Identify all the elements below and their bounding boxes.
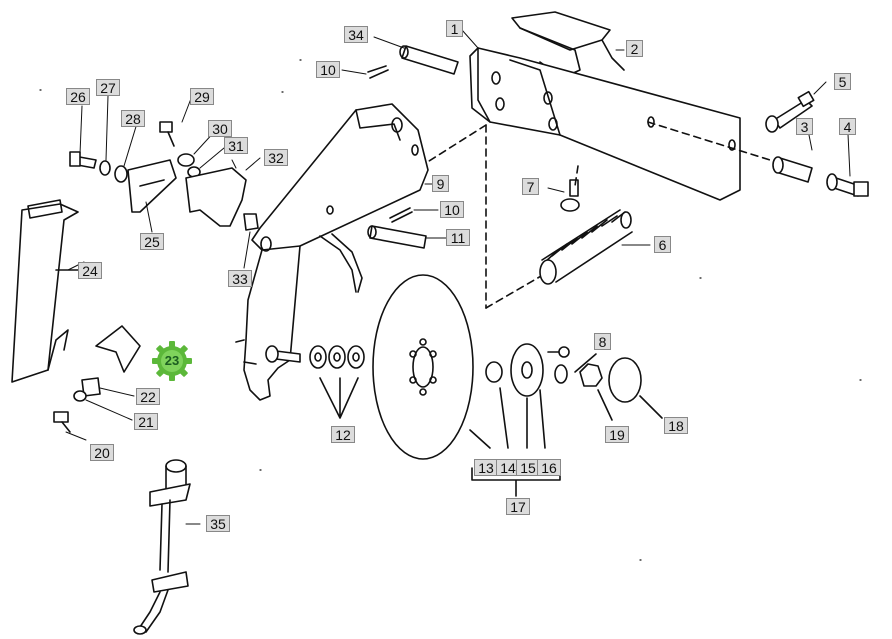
part-label-5[interactable]: 5 (834, 73, 851, 90)
bolt-part-26 (69, 151, 97, 169)
part-label-32[interactable]: 32 (264, 149, 288, 166)
part-label-4[interactable]: 4 (839, 118, 856, 135)
part-label-20[interactable]: 20 (90, 444, 114, 461)
part-label-2[interactable]: 2 (626, 40, 643, 57)
main-arm-part-1 (469, 47, 741, 201)
washer-part-21 (73, 390, 87, 402)
part-23-highlight-badge[interactable]: 23 (151, 340, 193, 382)
washer-part-27 (99, 160, 111, 176)
washers-part-12 (265, 345, 365, 419)
speckles (39, 59, 862, 561)
part-label-29[interactable]: 29 (190, 88, 214, 105)
part-label-1[interactable]: 1 (446, 20, 463, 37)
part-label-15[interactable]: 15 (516, 459, 540, 476)
part-label-35[interactable]: 35 (206, 515, 230, 532)
pin-part-11 (367, 225, 427, 249)
bolt-part-5 (765, 90, 815, 133)
bracket-part-25 (127, 159, 177, 213)
part-label-26[interactable]: 26 (66, 88, 90, 105)
bolt-part-20 (53, 411, 71, 433)
part-label-17[interactable]: 17 (506, 498, 530, 515)
part-label-31[interactable]: 31 (224, 137, 248, 154)
part-label-28[interactable]: 28 (121, 110, 145, 127)
part-label-18[interactable]: 18 (664, 417, 688, 434)
frame-part-9 (235, 103, 429, 401)
gear-icon (152, 341, 192, 381)
part-label-30[interactable]: 30 (208, 120, 232, 137)
guide-lines (417, 121, 771, 309)
washer-part-30 (177, 153, 195, 167)
part-label-22[interactable]: 22 (136, 388, 160, 405)
spacer-part-3 (772, 156, 813, 183)
bolt-part-4 (826, 173, 869, 197)
cap-part-18 (608, 357, 663, 419)
part-label-16[interactable]: 16 (537, 459, 561, 476)
bracket-part-2 (511, 11, 625, 79)
part-label-11[interactable]: 11 (446, 229, 470, 246)
part-label-8[interactable]: 8 (594, 333, 611, 350)
leader-part-8 (574, 353, 597, 373)
part-label-9[interactable]: 9 (432, 175, 449, 192)
fitting-part-7 (560, 179, 580, 212)
part-label-19[interactable]: 19 (605, 426, 629, 443)
part-label-24[interactable]: 24 (78, 262, 102, 279)
part-label-10-right[interactable]: 10 (440, 201, 464, 218)
disc-part-13 (372, 274, 474, 460)
part-label-25[interactable]: 25 (140, 233, 164, 250)
part-label-14[interactable]: 14 (496, 459, 520, 476)
part-label-3[interactable]: 3 (796, 118, 813, 135)
part-label-6[interactable]: 6 (654, 236, 671, 253)
part-label-13[interactable]: 13 (474, 459, 498, 476)
part-label-7[interactable]: 7 (522, 178, 539, 195)
nut-part-33 (243, 213, 259, 231)
cotter-pin-part-10-top (367, 65, 389, 79)
part-label-34[interactable]: 34 (344, 26, 368, 43)
bracket-part-32 (185, 167, 247, 227)
bar-part-24 (11, 199, 79, 383)
part-label-27[interactable]: 27 (96, 79, 120, 96)
part-label-12[interactable]: 12 (331, 426, 355, 443)
hub-parts-14-16 (469, 343, 570, 497)
rod-part-35 (133, 459, 191, 635)
bolt-part-29 (159, 121, 175, 147)
part-label-21[interactable]: 21 (134, 413, 158, 430)
plate-part-22 (81, 377, 101, 397)
washer-part-28 (114, 165, 128, 183)
nut-part-19 (579, 363, 613, 421)
part-label-33[interactable]: 33 (228, 270, 252, 287)
cotter-pin-part-10-right (389, 207, 413, 223)
clip-part-23 (95, 325, 141, 373)
part-label-10-top[interactable]: 10 (316, 61, 340, 78)
part-label-23: 23 (164, 353, 180, 368)
spring-part-6 (539, 209, 633, 285)
leader-lines (65, 29, 851, 525)
pin-part-34 (399, 45, 459, 75)
